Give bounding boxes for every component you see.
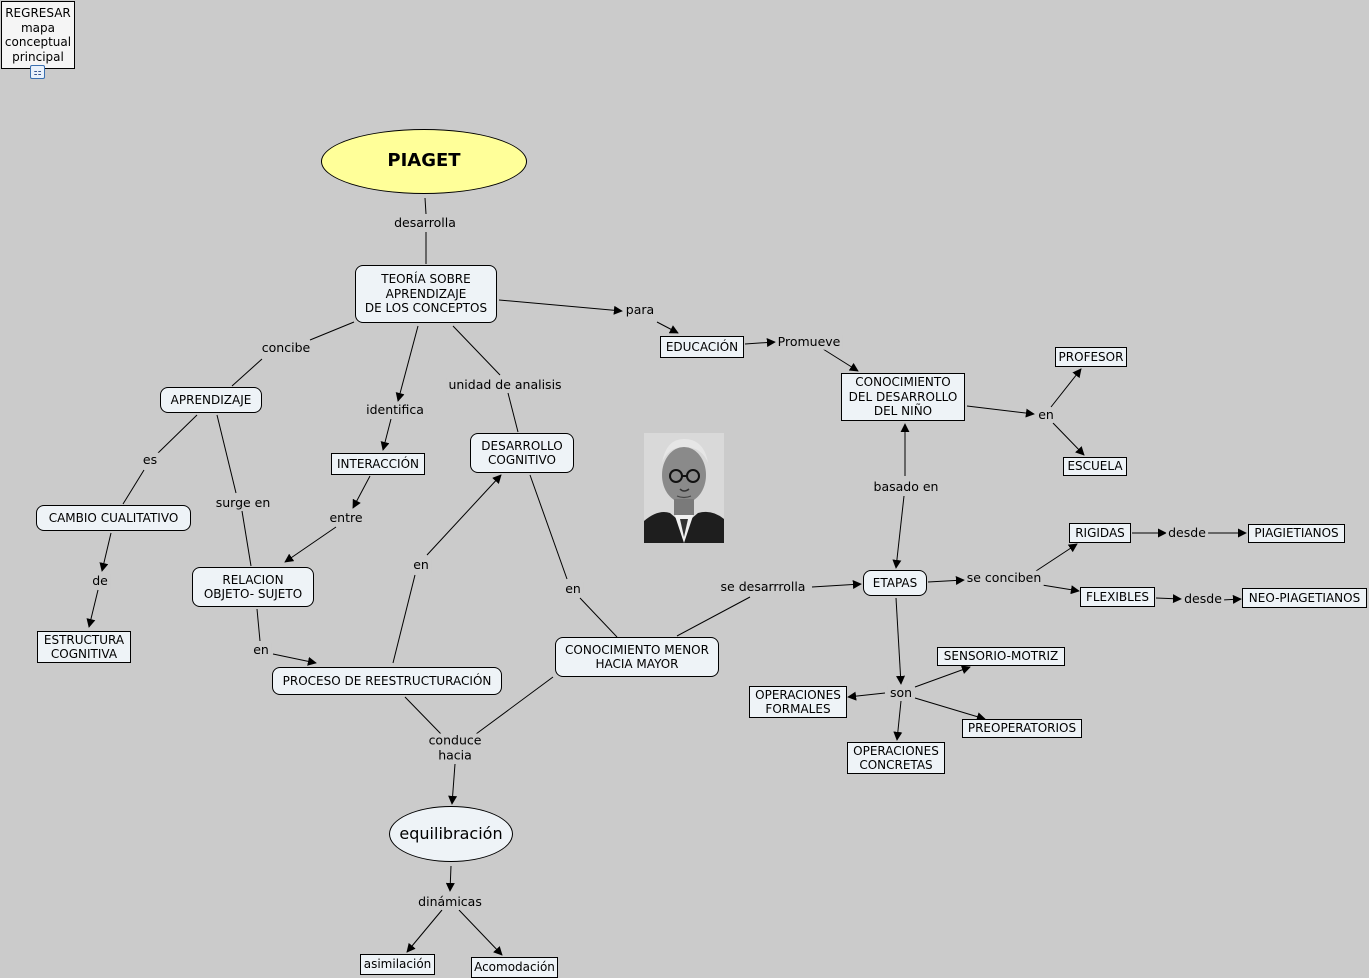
node-etapas[interactable]: ETAPAS [863, 570, 927, 596]
edge [448, 763, 458, 805]
concept-map-icon[interactable]: ⚏ [30, 65, 45, 79]
edge [272, 653, 317, 666]
edge [656, 321, 679, 334]
piaget-portrait-image [644, 433, 724, 543]
link-en-relacion: en [251, 641, 271, 658]
edge [1050, 368, 1082, 408]
link-basado-en: basado en [871, 478, 941, 495]
link-en-desarrollo: en [563, 580, 583, 597]
node-aprendizaje[interactable]: APRENDIZAJE [160, 387, 262, 413]
edge [1155, 594, 1182, 604]
node-teoria[interactable]: TEORÍA SOBRE APRENDIZAJE DE LOS CONCEPTO… [355, 265, 497, 323]
edge [498, 299, 623, 315]
node-estructura-cognitiva[interactable]: ESTRUCTURA COGNITIVA [37, 631, 131, 663]
node-interaccion[interactable]: INTERACCIÓN [331, 453, 425, 475]
edge [122, 469, 145, 505]
link-de: de [90, 572, 110, 589]
edge [1221, 594, 1242, 604]
edge [1041, 584, 1080, 595]
link-son: son [887, 684, 915, 701]
edge [395, 325, 419, 402]
edge [452, 325, 501, 376]
edge [893, 700, 903, 741]
edge [914, 665, 971, 688]
edge [406, 909, 443, 953]
link-en-nino: en [1036, 406, 1056, 423]
edge [380, 418, 392, 451]
edge [744, 338, 776, 348]
node-asimilacion[interactable]: asimilación [360, 954, 435, 975]
edge [1035, 543, 1078, 572]
node-cambio-cualitativo[interactable]: CAMBIO CUALITATIVO [36, 505, 191, 531]
back-to-main-map-button[interactable]: REGRESAR mapa conceptual principal [1, 1, 75, 69]
node-operaciones-formales[interactable]: OPERACIONES FORMALES [749, 686, 847, 718]
edge [927, 575, 965, 585]
node-conocimiento-nino[interactable]: CONOCIMIENTO DEL DESARROLLO DEL NIÑO [841, 373, 965, 421]
edge [445, 865, 455, 892]
link-unidad-analisis: unidad de analisis [446, 376, 564, 393]
link-identifica: identifica [364, 401, 426, 418]
link-concibe: concibe [259, 339, 313, 356]
link-en-proceso: en [411, 556, 431, 573]
edge [458, 909, 503, 956]
edge [507, 392, 519, 433]
edge [914, 697, 986, 721]
edge [1052, 422, 1085, 456]
node-piaget[interactable]: PIAGET [321, 129, 527, 194]
edge [352, 475, 371, 509]
node-rigidas[interactable]: RIGIDAS [1069, 523, 1131, 543]
link-es: es [140, 451, 160, 468]
edge [216, 414, 237, 494]
link-se-desarrolla: se desarrrolla [718, 578, 808, 595]
link-dinamicas: dinámicas [416, 893, 484, 910]
link-para: para [623, 301, 657, 318]
node-operaciones-concretas[interactable]: OPERACIONES CONCRETAS [847, 742, 945, 774]
node-profesor[interactable]: PROFESOR [1055, 347, 1127, 367]
node-preoperatorios[interactable]: PREOPERATORIOS [962, 719, 1082, 738]
edge [426, 474, 502, 556]
link-desde-rigidas: desde [1166, 524, 1208, 541]
edge [284, 526, 337, 563]
node-conocimiento-menor[interactable]: CONOCIMIENTO MENOR HACIA MAYOR [555, 637, 719, 677]
node-flexibles[interactable]: FLEXIBLES [1080, 587, 1155, 607]
node-relacion-objeto-sujeto[interactable]: RELACION OBJETO- SUJETO [192, 567, 314, 607]
node-sensorio-motriz[interactable]: SENSORIO-MOTRIZ [937, 647, 1065, 666]
edge [892, 495, 905, 569]
edge [241, 510, 252, 567]
edge [966, 405, 1035, 418]
edge [392, 574, 416, 664]
link-conduce-hacia: conduce hacia [426, 732, 484, 763]
edge [99, 532, 112, 572]
edge [157, 414, 198, 454]
edge [811, 580, 862, 589]
edge [86, 589, 99, 628]
edge [529, 474, 568, 580]
edge [895, 597, 906, 685]
node-educacion[interactable]: EDUCACIÓN [660, 336, 744, 358]
node-desarrollo-cognitivo[interactable]: DESARROLLO COGNITIVO [470, 433, 574, 473]
edge [256, 608, 261, 642]
link-promueve: Promueve [775, 333, 843, 350]
node-escuela[interactable]: ESCUELA [1063, 457, 1127, 476]
link-desde-flexibles: desde [1182, 590, 1224, 607]
edge [847, 691, 886, 701]
link-desarrolla: desarrolla [392, 214, 458, 231]
link-surge-en: surge en [213, 494, 273, 511]
node-proceso-reestructuracion[interactable]: PROCESO DE REESTRUCTURACIÓN [272, 667, 502, 695]
edge [309, 321, 355, 341]
edge [404, 696, 442, 735]
node-equilibracion[interactable]: equilibración [389, 806, 513, 862]
link-se-conciben: se conciben [964, 569, 1044, 586]
node-piagetianos[interactable]: PIAGIETIANOS [1248, 524, 1345, 543]
link-entre: entre [327, 509, 365, 526]
edge [424, 197, 427, 215]
edge [676, 596, 751, 637]
edge [822, 348, 859, 372]
node-acomodacion[interactable]: Acomodación [471, 957, 558, 978]
edge [231, 358, 263, 387]
node-neo-piagetianos[interactable]: NEO-PIAGETIANOS [1242, 588, 1367, 608]
edge [579, 597, 618, 638]
